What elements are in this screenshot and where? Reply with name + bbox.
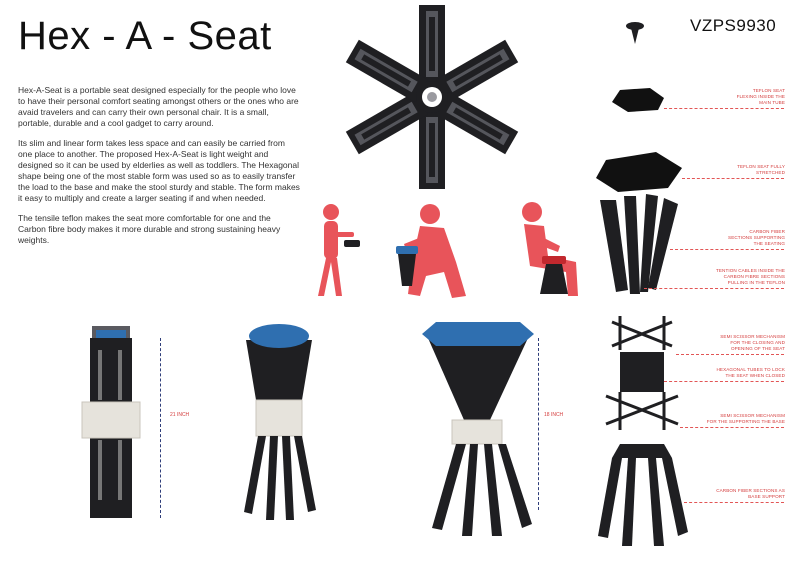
callout-hexagonal-tubes: HEXAGONAL TUBES TO LOCK THE SEAT WHEN CL… [716, 367, 785, 378]
dimension-line-open [538, 338, 539, 510]
base-support-legs [598, 444, 688, 546]
scissor-mechanism-top [611, 316, 673, 350]
hexagonal-lock-tubes [620, 352, 664, 392]
leader-line [664, 381, 784, 382]
star-arm [435, 39, 519, 103]
leader-line [664, 108, 784, 109]
leader-line [680, 427, 784, 428]
walking-figure [318, 204, 354, 296]
callout-base-support: CARBON FIBER SECTIONS AS BASE SUPPORT [716, 488, 785, 499]
callout-scissor-base: SEMI SCISSOR MECHANISM FOR THE SUPPORTIN… [706, 413, 785, 424]
project-code: VZPS9930 [690, 16, 777, 35]
callout-tention-cables: TENTION CABLES INSIDE THE CARBON FIBRE S… [715, 268, 785, 285]
description: Hex-A-Seat is a portable seat designed e… [18, 85, 300, 255]
carbon-fiber-sections [600, 194, 678, 294]
teflon-seat-stretched [596, 152, 682, 192]
crouching-seat [396, 246, 418, 286]
page-title: Hex - A - Seat [18, 14, 272, 58]
leader-line [684, 502, 784, 503]
callout-teflon-stretched: TEFLON SEAT FULLY STRETCHED [737, 164, 785, 175]
carried-seat [344, 240, 360, 247]
crouching-figure [404, 204, 466, 298]
dimension-label-closed: 21 INCH [170, 412, 190, 418]
callout-carbon-sections: CARBON FIBER SECTIONS SUPPORTING THE SEA… [728, 229, 785, 246]
description-paragraph-1: Hex-A-Seat is a portable seat designed e… [18, 85, 299, 128]
callout-scissor-closing: SEMI SCISSOR MECHANISM FOR THE CLOSING A… [720, 334, 785, 351]
teflon-seat-flexing [612, 88, 664, 112]
leader-line [682, 178, 784, 179]
star-arm [419, 109, 445, 189]
leader-line [676, 354, 784, 355]
star-arm [345, 91, 429, 155]
star-arm [419, 5, 445, 85]
description-paragraph-3: The tensile teflon makes the seat more c… [18, 213, 281, 245]
callout-teflon-flexing: TEFLON SEAT FLEXING INSIDE THE MAIN TUBE [736, 88, 785, 105]
star-arm [435, 91, 519, 155]
dimension-line-closed [160, 338, 161, 518]
dimension-label-open: 18 INCH [544, 412, 564, 418]
description-paragraph-2: Its slim and linear form takes less spac… [18, 138, 300, 203]
star-arm [345, 39, 429, 103]
leader-line [644, 288, 784, 289]
leader-line [670, 249, 784, 250]
scissor-mechanism-base [605, 392, 679, 430]
sitting-seat [540, 256, 568, 294]
mini-seat-icon [626, 22, 644, 44]
